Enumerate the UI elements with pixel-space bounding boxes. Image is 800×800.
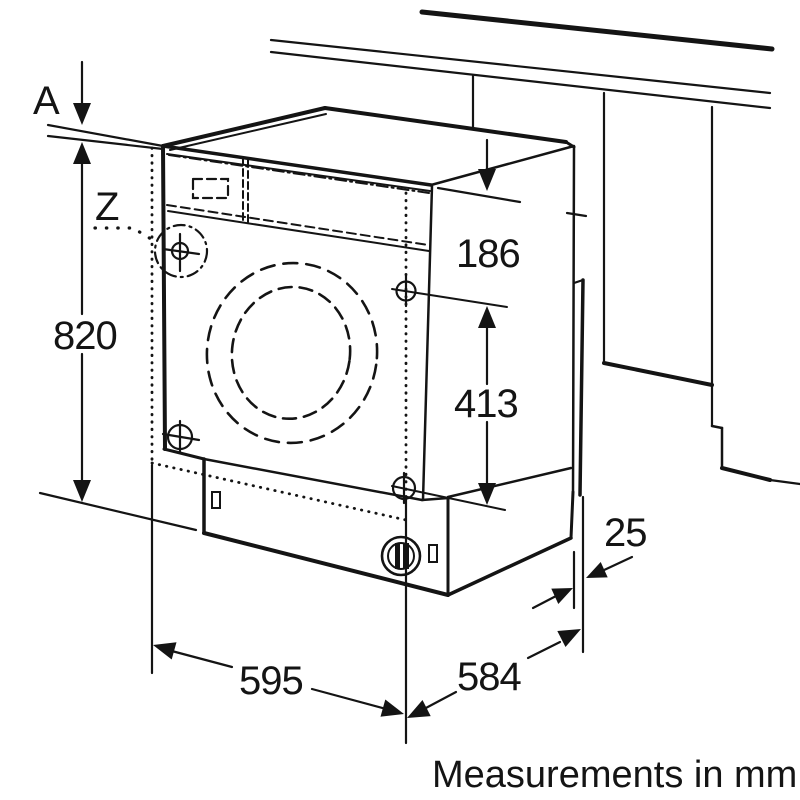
machine-right-face-bottom-edge	[446, 466, 573, 499]
detail-z-label: Z	[95, 185, 119, 229]
machine-front-right-edge	[421, 184, 434, 502]
dim-186-label: 186	[456, 232, 520, 276]
dim-820: 820	[53, 142, 118, 502]
hinge-marker-top-left	[153, 223, 209, 279]
detail-z-callout: Z	[93, 185, 153, 241]
control-panel	[166, 154, 430, 252]
worktop-edge-lines	[269, 9, 775, 110]
dim-584: 584	[404, 498, 581, 745]
dim-584-label: 584	[457, 655, 521, 699]
dim-25-label: 25	[604, 511, 647, 555]
dim-186: 186	[436, 74, 588, 276]
side-slot	[428, 544, 438, 563]
dim-595: 595	[150, 463, 404, 717]
drum-door-circles	[205, 261, 379, 445]
dim-820-label: 820	[53, 314, 117, 358]
hinge-marker-bottom-left	[161, 419, 201, 455]
dim-25: 25	[531, 495, 648, 654]
dim-a-label: A	[33, 79, 60, 123]
dim-413-label: 413	[454, 382, 518, 426]
floor-line	[38, 491, 198, 532]
dim-595-label: 595	[239, 659, 303, 703]
cabinet-side-panel	[602, 91, 800, 486]
furniture-door-outline	[150, 146, 408, 522]
machine-front-left-edge	[161, 144, 167, 451]
machine-rear-right-edge	[571, 145, 576, 494]
plinth-base	[162, 447, 575, 597]
dim-413: 413	[391, 288, 519, 511]
service-flap-knob	[380, 535, 422, 577]
footer-note: Measurements in mm	[432, 754, 797, 796]
rear-wall-lines	[572, 278, 585, 497]
plinth-slot	[211, 491, 221, 509]
washing-machine-body	[150, 106, 576, 597]
display-window	[191, 177, 230, 200]
counter-underside-lines	[46, 123, 165, 151]
panel-divider	[242, 157, 249, 223]
dim-a: A	[33, 60, 91, 125]
